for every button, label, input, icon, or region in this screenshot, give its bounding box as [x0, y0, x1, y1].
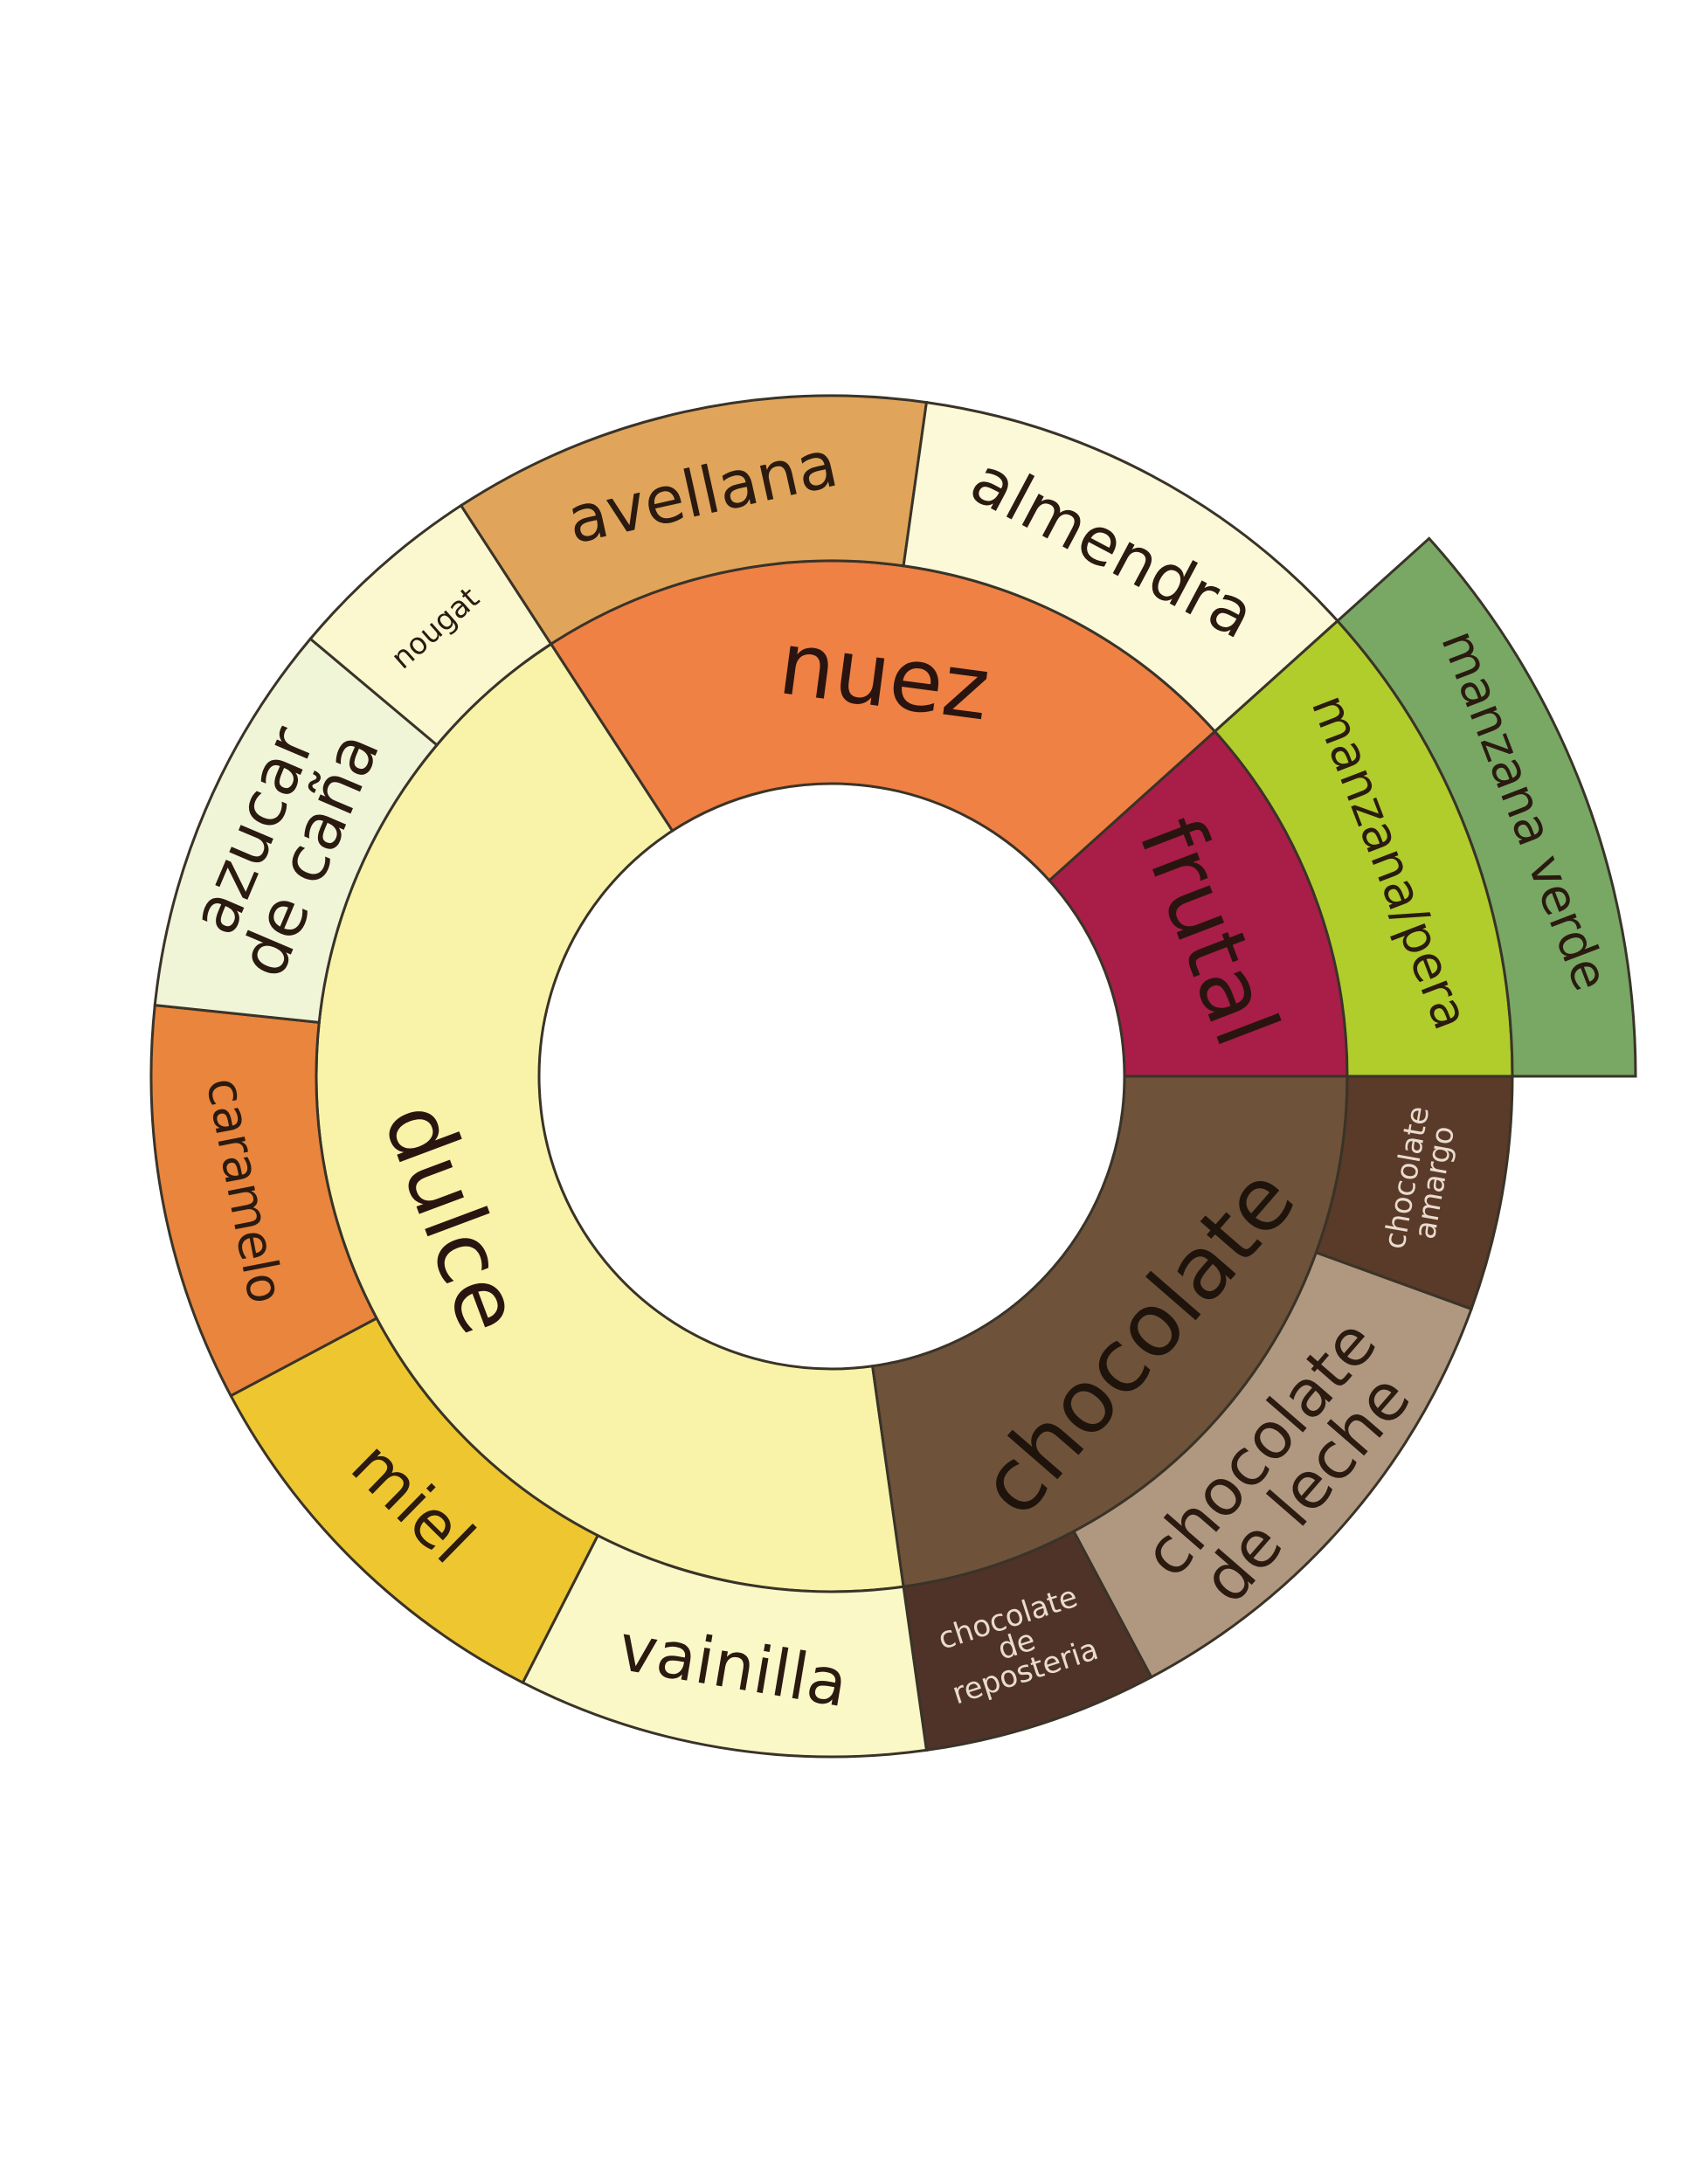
- segment-manzana-verde: [1335, 536, 1637, 1078]
